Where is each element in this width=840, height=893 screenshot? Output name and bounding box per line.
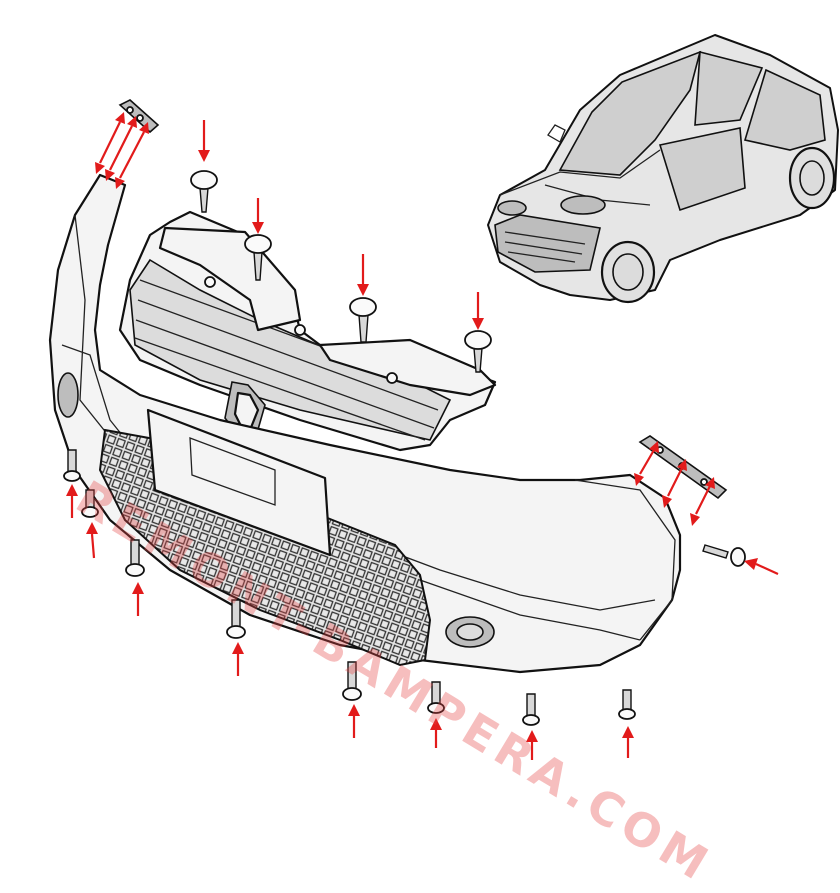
radiator-grille [118,210,497,452]
top-screw-4 [464,330,492,373]
bottom-screw-1 [63,449,81,482]
bottom-screw-2 [81,489,99,518]
side-screw [702,544,746,567]
car-illustration [487,34,839,304]
license-plate-area [146,408,332,557]
bottom-screw-3 [125,539,145,577]
bottom-screw-8 [618,689,636,720]
bottom-screw-5 [342,661,362,701]
bottom-screw-6 [427,681,445,714]
bottom-screw-7 [522,693,540,726]
top-screw-3 [349,297,377,343]
fog-light-left [57,372,79,418]
guide-bracket-left [118,99,160,134]
bottom-screw-4 [226,599,246,639]
top-screw-2 [244,234,272,281]
top-screw-1 [190,170,218,213]
bumper-removal-diagram [48,34,839,760]
fastener-arrows [66,112,779,760]
front-bumper [48,173,682,674]
